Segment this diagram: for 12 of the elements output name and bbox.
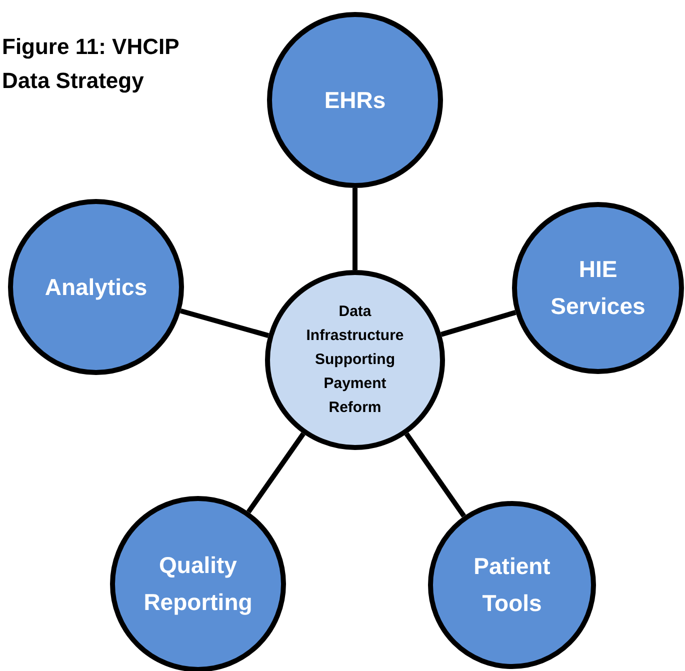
connector-line bbox=[440, 310, 516, 337]
circle-label: Patient Tools bbox=[472, 552, 552, 618]
circle-label: Analytics bbox=[44, 272, 148, 302]
figure-title: Figure 11: VHCIP Data Strategy bbox=[2, 33, 180, 95]
circle-label: Quality Reporting bbox=[142, 551, 254, 617]
circle-label: HIE Services bbox=[550, 255, 646, 321]
connector-line bbox=[404, 432, 466, 518]
circle-label: EHRs bbox=[324, 86, 386, 114]
connector-line bbox=[180, 308, 270, 338]
connector-line bbox=[246, 432, 306, 514]
connector-line bbox=[352, 188, 358, 270]
circle-label: Data Infrastructure Supporting Payment Reform bbox=[306, 302, 404, 418]
